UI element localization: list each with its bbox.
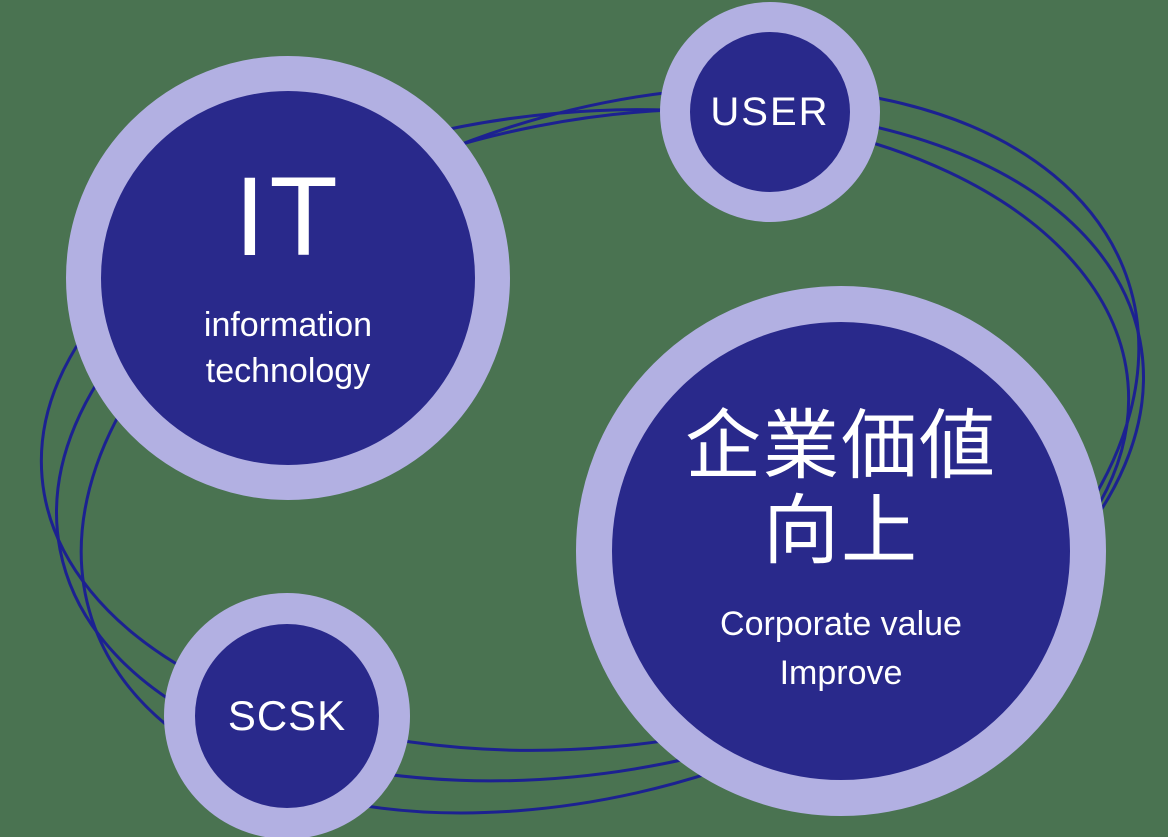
node-corporate-value-title-line2: 向上 [763,488,919,574]
node-scsk: SCSK [164,593,410,837]
node-it-subtitle-line2: technology [205,352,371,390]
node-it-subtitle: information technology [204,303,372,395]
node-corporate-value-subtitle: Corporate value Improve [720,600,962,699]
node-user: USER [660,2,880,222]
node-it-subtitle-line1: information [203,306,373,345]
node-corporate-value-title-line1: 企業価値 [685,403,997,489]
node-it-title: IT [234,154,342,280]
node-corporate-value-subtitle-line2: Improve [779,654,903,693]
node-user-title: USER [710,89,830,134]
node-corporate-value: 企業価値 向上 Corporate value Improve [576,286,1106,816]
node-scsk-title: SCSK [227,692,347,739]
node-corporate-value-subtitle-line1: Corporate value [720,604,962,643]
node-it: IT information technology [66,56,510,500]
node-corporate-value-title: 企業価値 向上 [685,404,997,574]
